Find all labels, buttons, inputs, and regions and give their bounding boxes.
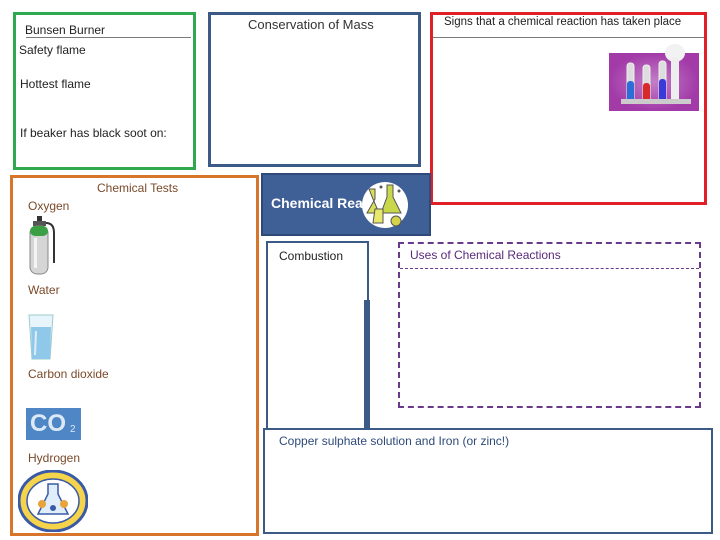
safety-flame-label: Safety flame bbox=[19, 43, 86, 57]
soot-label: If beaker has black soot on: bbox=[20, 126, 167, 140]
water-label: Water bbox=[28, 283, 60, 297]
hottest-flame-label: Hottest flame bbox=[20, 77, 91, 91]
hydrogen-badge-icon bbox=[18, 470, 88, 532]
copper-sulphate-title: Copper sulphate solution and Iron (or zi… bbox=[279, 434, 510, 448]
test-tubes-icon bbox=[609, 44, 699, 111]
uses-divider bbox=[400, 268, 699, 270]
conservation-title: Conservation of Mass bbox=[248, 17, 374, 32]
beakers-cluster-icon bbox=[362, 182, 408, 228]
signs-divider bbox=[433, 37, 704, 38]
conservation-of-mass-box: Conservation of Mass bbox=[208, 12, 421, 167]
hydrogen-label: Hydrogen bbox=[28, 451, 81, 465]
signs-title: Signs that a chemical reaction has taken… bbox=[444, 16, 682, 28]
bunsen-title: Bunsen Burner bbox=[25, 23, 106, 37]
bunsen-burner-box: Bunsen Burner Safety flame Hottest flame… bbox=[13, 12, 196, 170]
signs-of-reaction-box: Signs that a chemical reaction has taken… bbox=[430, 12, 707, 205]
carbon-dioxide-label: Carbon dioxide bbox=[28, 367, 109, 381]
chemical-tests-box: Chemical Tests Oxygen Water Carbon dioxi… bbox=[10, 175, 259, 536]
oxygen-label: Oxygen bbox=[28, 199, 70, 213]
co2-icon: CO 2 bbox=[26, 408, 81, 440]
water-glass-icon bbox=[28, 314, 54, 360]
combustion-box-edge bbox=[364, 300, 370, 429]
combustion-box: Combustion bbox=[266, 241, 369, 429]
combustion-title: Combustion bbox=[279, 249, 344, 263]
uses-title: Uses of Chemical Reactions bbox=[410, 248, 561, 262]
chemical-tests-title: Chemical Tests bbox=[97, 181, 179, 195]
bunsen-divider bbox=[26, 37, 191, 38]
chemical-reactions-banner: Chemical Reactions bbox=[261, 173, 431, 236]
uses-of-reactions-box: Uses of Chemical Reactions bbox=[398, 242, 701, 408]
oxygen-tank-icon bbox=[29, 216, 55, 275]
copper-sulphate-box: Copper sulphate solution and Iron (or zi… bbox=[263, 428, 713, 534]
